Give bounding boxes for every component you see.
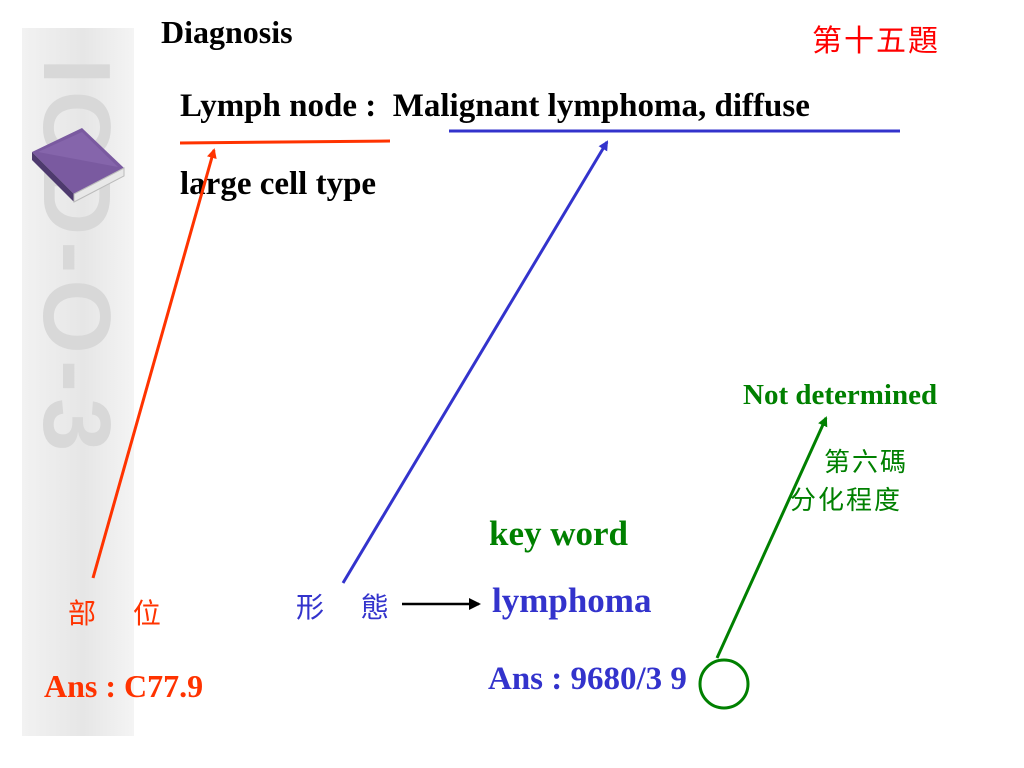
book-icon (32, 128, 125, 203)
diagnosis-line-2: large cell type (180, 166, 377, 202)
morphology-arrow (341, 140, 609, 584)
watermark-text: ICD-O-3 (23, 58, 130, 458)
sixth-code-label: 第六碼 (824, 448, 909, 478)
grade-arrow (715, 416, 828, 659)
morphology-label: 形 態 (296, 591, 403, 624)
question-number: 第十五題 (812, 24, 940, 59)
diagnosis-line-1: Lymph node : Malignant lymphoma, diffuse (180, 88, 810, 124)
not-determined-label: Not determined (743, 379, 938, 411)
page-title: Diagnosis (161, 14, 293, 50)
site-answer: Ans : C77.9 (44, 668, 204, 704)
differentiation-label: 分化程度 (790, 486, 903, 516)
site-underline (179, 139, 391, 145)
site-label: 部 位 (68, 597, 175, 630)
site-arrow (91, 148, 217, 579)
key-word-value: lymphoma (492, 581, 652, 620)
morphology-answer: Ans : 9680/3 9 (488, 661, 687, 697)
grade-digit-circle (698, 658, 750, 710)
key-word-label: key word (489, 514, 629, 553)
